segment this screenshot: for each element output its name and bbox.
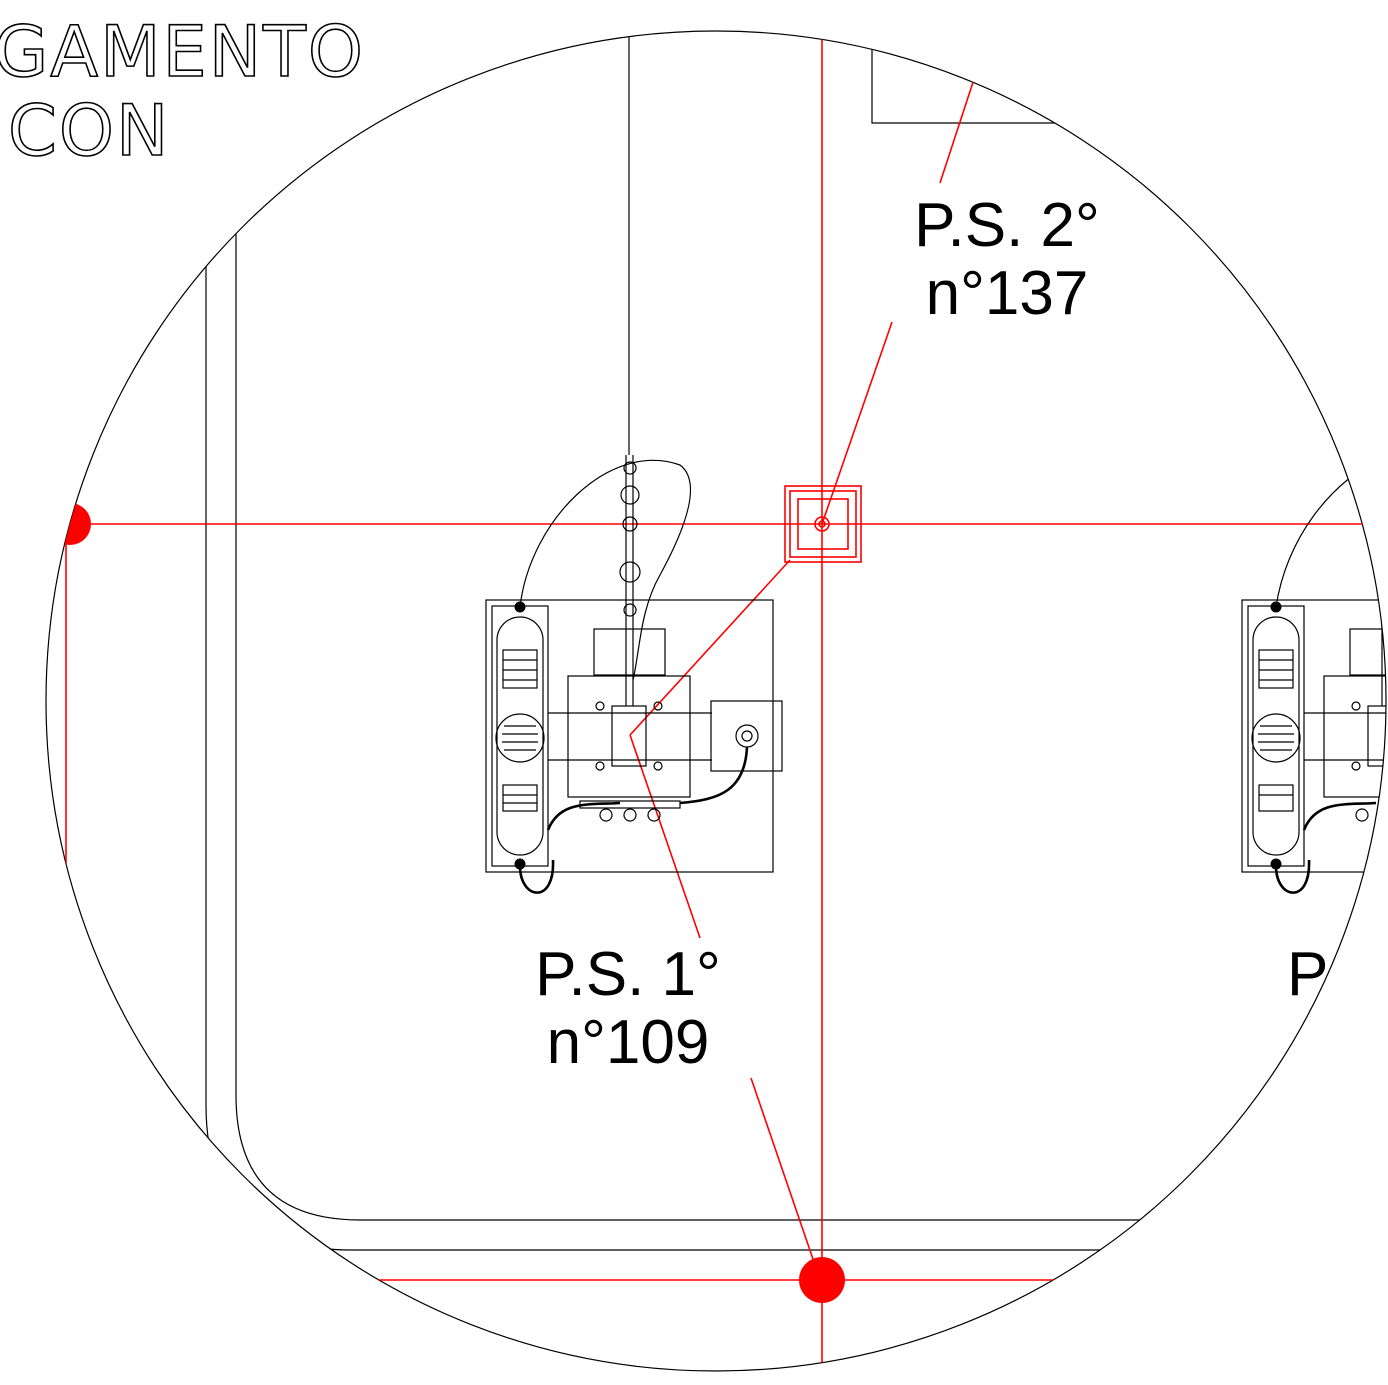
red-wiring [46,31,1386,1371]
label-ps1-line1: P.S. 1° [535,940,721,1009]
detail-content: P.S. 2° n°137 P.S. 1° n°109 P.S [46,31,1386,1371]
title-fragment: GAMENTO CON [0,10,365,173]
structure-lines [205,31,1386,1251]
terminal-dot [514,858,526,870]
device-ps1 [485,455,783,894]
label-ps2: P.S. 2° n°137 [914,191,1100,328]
connection-dot-bottom [799,1257,845,1303]
label-ps2-line2: n°137 [926,259,1089,328]
terminal-dot [514,601,526,613]
label-ps-right: P.S [1287,940,1379,1009]
connection-dot-left [49,503,91,545]
detail-circle [45,30,1387,1372]
label-ps1: P.S. 1° n°109 [535,940,721,1077]
label-ps2-line1: P.S. 2° [914,191,1100,260]
title-line-1: GAMENTO [0,11,365,93]
label-ps1-line2: n°109 [547,1008,710,1077]
label-ps-right-line1: P.S [1287,940,1379,1009]
terminal-dot [1270,601,1282,613]
terminal-dot [1270,858,1282,870]
junction-box [784,485,862,563]
device-right [1241,454,1386,894]
title-line-2: CON [8,90,170,172]
